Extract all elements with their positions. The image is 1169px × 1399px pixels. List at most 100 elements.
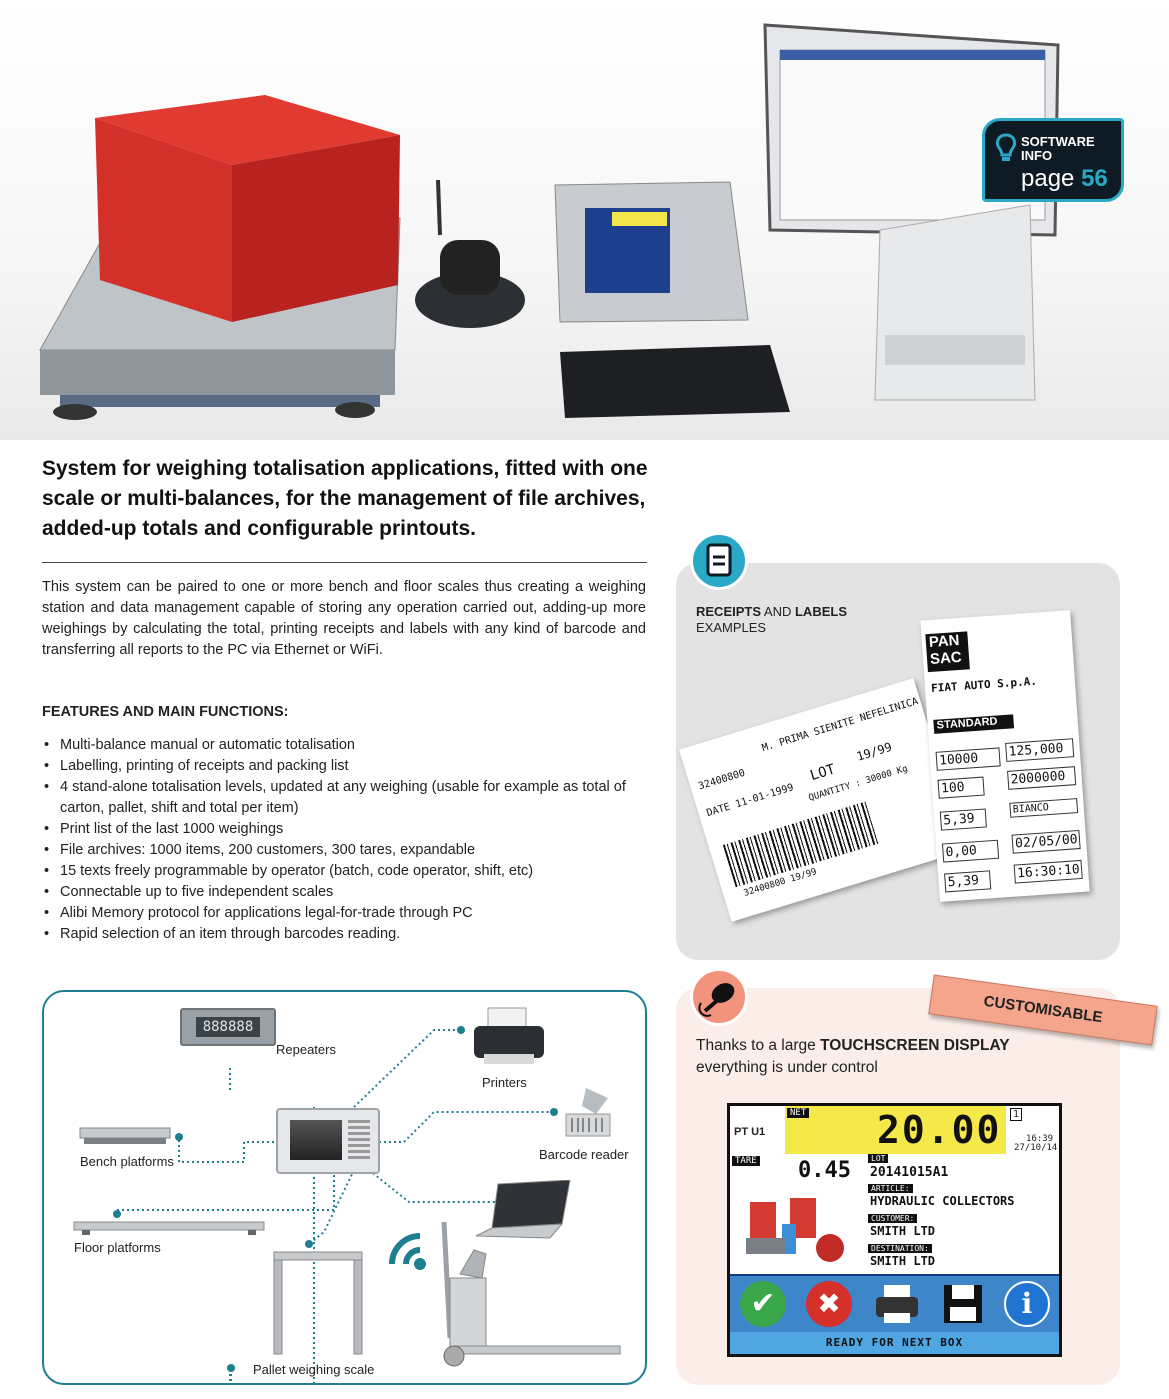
barcode-reader-icon <box>565 1088 611 1137</box>
weighing-system-illustration <box>39 23 1060 420</box>
document-icon <box>690 532 748 590</box>
article-value: HYDRAULIC COLLECTORS <box>870 1194 1015 1208</box>
status-bar: READY FOR NEXT BOX <box>730 1332 1059 1354</box>
product-image <box>730 1184 866 1274</box>
pallet-scale-label: Pallet weighing scale <box>253 1362 375 1377</box>
hydraulic-collectors-icon <box>746 1198 844 1262</box>
lightbulb-icon <box>995 133 1017 161</box>
touchscreen-caption: Thanks to a large TOUCHSCREEN DISPLAY ev… <box>696 1035 1010 1079</box>
floor-platforms-label: Floor platforms <box>74 1240 161 1255</box>
label-standard: STANDARD <box>933 714 1015 734</box>
label-value: 0,00 <box>941 839 1000 863</box>
page-reference: page 56 <box>1021 165 1108 193</box>
label-company: FIAT AUTO S.p.A. <box>930 674 1038 695</box>
feature-item: Multi-balance manual or automatic totali… <box>42 735 652 756</box>
channel-number: 1 <box>1010 1108 1023 1121</box>
destination-tag: DESTINATION: <box>868 1244 932 1253</box>
feature-item: Connectable up to five independent scale… <box>42 882 652 903</box>
page-number: 56 <box>1081 165 1108 192</box>
customer-tag: CUSTOMER: <box>868 1214 918 1223</box>
pt-label: PT U1 <box>734 1126 766 1138</box>
lot-value: 20141015A1 <box>870 1165 949 1180</box>
print-button[interactable] <box>872 1281 922 1327</box>
tare-value: 0.45 <box>798 1158 851 1183</box>
repeater-display: 888888 <box>196 1017 260 1037</box>
printers-label: Printers <box>482 1075 527 1090</box>
divider <box>42 562 647 563</box>
label-sample: PAN SAC FIAT AUTO S.p.A. STANDARD 10000 … <box>920 610 1090 902</box>
headline: System for weighing totalisation applica… <box>42 457 648 540</box>
receipts-word: RECEIPTS <box>696 604 762 619</box>
label-value: 100 <box>937 776 985 799</box>
labels-word: LABELS <box>794 604 847 619</box>
label-value: 10000 <box>935 747 1001 771</box>
bench-platforms-label: Bench platforms <box>80 1154 174 1169</box>
features-title: FEATURES AND MAIN FUNCTIONS: <box>42 704 289 720</box>
article-tag: ARTICLE: <box>868 1184 913 1193</box>
lot-tag: LOT <box>868 1154 889 1163</box>
tare-tag: TARE <box>732 1156 760 1166</box>
floor-platform-icon <box>73 1221 265 1235</box>
save-button[interactable] <box>940 1281 986 1327</box>
touch-hand-icon <box>690 968 748 1026</box>
feature-item: Labelling, printing of receipts and pack… <box>42 756 652 777</box>
net-weight-cell: NET 20.00 <box>785 1106 1006 1154</box>
pallet-scale-icon <box>273 1251 363 1355</box>
label-value: 125,000 <box>1005 738 1075 762</box>
page-word: page <box>1021 165 1075 192</box>
receipts-title: RECEIPTS AND LABELS EXAMPLES <box>696 604 847 636</box>
receipt-lot: 19/99 <box>854 739 894 764</box>
weighing-terminal <box>276 1108 380 1174</box>
laptop-icon <box>475 1180 571 1239</box>
touchscreen-display: PT U1 NET 20.00 1 16:39 27/10/14 TARE 0.… <box>727 1103 1062 1357</box>
destination-value: SMITH LTD <box>870 1254 936 1268</box>
floppy-disk-icon <box>944 1285 982 1323</box>
label-value: 5,39 <box>939 808 987 831</box>
label-value: 02/05/00 <box>1011 829 1081 854</box>
caption-line2: everything is under control <box>696 1059 878 1076</box>
net-tag: NET <box>787 1108 810 1118</box>
receipt-lot-label: LOT <box>808 761 838 785</box>
barcode-reader-label: Barcode reader <box>539 1147 629 1162</box>
software-info-badge[interactable]: SOFTWARE INFO page 56 <box>982 118 1124 202</box>
customer-value: SMITH LTD <box>870 1224 936 1238</box>
intro-paragraph: This system can be paired to one or more… <box>42 579 646 658</box>
label-value: 2000000 <box>1007 766 1077 790</box>
tare-cell: TARE 0.45 <box>730 1154 866 1184</box>
time-cell: 1 16:39 27/10/14 <box>1006 1106 1059 1154</box>
info-label: INFO <box>1021 148 1053 163</box>
lot-cell: LOT 20141015A1 <box>866 1154 1059 1184</box>
touch-buttons-row: ✔ ✖ i <box>730 1276 1059 1332</box>
pansac-logo: PAN SAC <box>925 631 970 673</box>
confirm-button[interactable]: ✔ <box>740 1281 786 1327</box>
connection-lines <box>113 1026 558 1383</box>
and-word: AND <box>761 604 795 619</box>
feature-item: File archives: 1000 items, 200 customers… <box>42 840 652 861</box>
bench-platform-icon <box>79 1127 171 1144</box>
connection-diagram: 888888 Repeaters Printers Barcode reader… <box>42 990 647 1385</box>
feature-item: Print list of the last 1000 weighings <box>42 819 652 840</box>
receipt-code: 32400800 <box>697 767 747 793</box>
info-button[interactable]: i <box>1004 1281 1050 1327</box>
printer-icon <box>474 1007 544 1064</box>
feature-item: 4 stand-alone totalisation levels, updat… <box>42 777 652 819</box>
feature-item: Alibi Memory protocol for applications l… <box>42 903 652 924</box>
wifi-icon <box>389 1233 426 1270</box>
receipt-date: DATE 11-01-1999 <box>705 782 795 820</box>
pt-cell: PT U1 <box>730 1106 785 1154</box>
label-value: BIANCO <box>1009 798 1079 818</box>
software-label: SOFTWARE <box>1021 134 1095 149</box>
label-value: 16:30:10 <box>1013 859 1083 884</box>
date-value: 27/10/14 <box>1014 1143 1058 1153</box>
software-info-label: SOFTWARE INFO <box>1021 135 1095 163</box>
cancel-button[interactable]: ✖ <box>806 1281 852 1327</box>
caption-bold: TOUCHSCREEN DISPLAY <box>820 1037 1010 1054</box>
time-value: 16:39 <box>1026 1134 1054 1144</box>
terminal-keypad <box>348 1120 370 1160</box>
feature-item: Rapid selection of an item through barco… <box>42 924 652 945</box>
features-list: Multi-balance manual or automatic totali… <box>42 735 652 945</box>
label-value: 5,39 <box>944 870 992 893</box>
hero-product-photo: SOFTWARE INFO page 56 <box>0 0 1169 440</box>
examples-word: EXAMPLES <box>696 620 767 635</box>
repeaters-label: Repeaters <box>276 1042 336 1057</box>
